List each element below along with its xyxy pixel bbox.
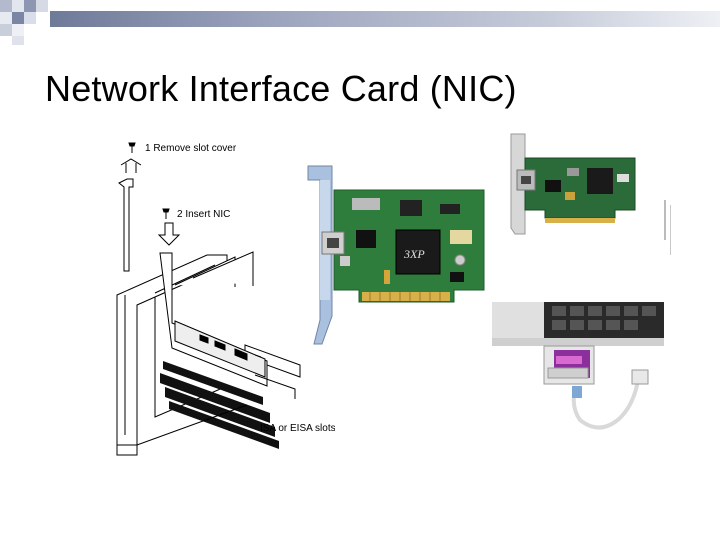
slide-title: Network Interface Card (NIC) (45, 68, 517, 109)
screw-icon (128, 142, 170, 219)
corner-checker-decoration (0, 0, 48, 45)
step1-label: 1 Remove slot cover (145, 143, 237, 154)
nic-card-small-image (510, 133, 666, 240)
pcmcia-nic-laptop-image (492, 302, 664, 442)
image-credit-decoration (670, 205, 671, 255)
chip-logo: 3XP (403, 247, 425, 261)
pci-nic-card-image: 3XP (307, 165, 485, 345)
slots-label: ISA or EISA slots (260, 423, 335, 434)
header-bar-decoration (50, 11, 720, 27)
nic-installation-diagram: 1 Remove slot cover 2 Insert NIC ISA or … (116, 142, 335, 456)
step2-label: 2 Insert NIC (177, 209, 230, 220)
